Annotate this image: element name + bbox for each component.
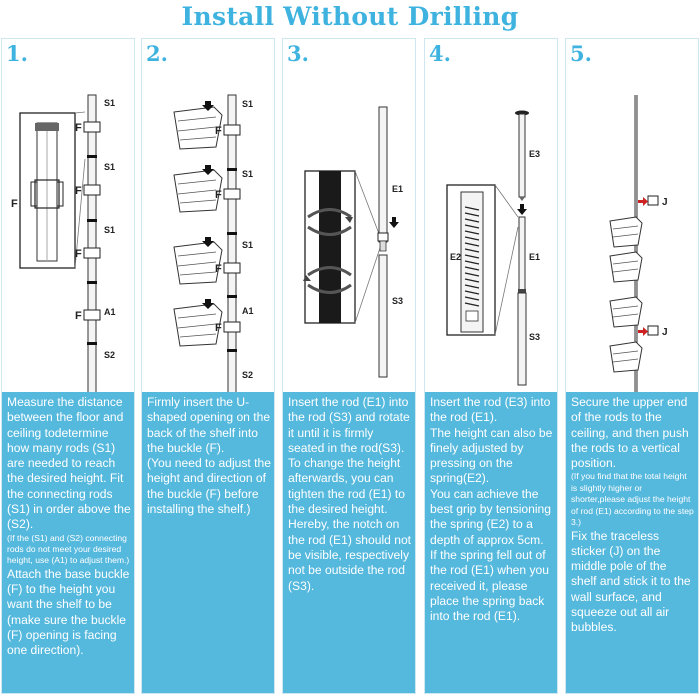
svg-text:E1: E1 <box>529 252 540 262</box>
step-text: Fix the traceless sticker (J) on the mid… <box>571 528 691 635</box>
step-5-illustration: J J <box>609 95 668 403</box>
svg-text:S3: S3 <box>392 296 403 306</box>
svg-text:S3: S3 <box>529 332 540 342</box>
svg-text:F: F <box>75 185 82 197</box>
svg-text:A1: A1 <box>242 306 254 316</box>
step-number: 3. <box>287 41 309 66</box>
step-1-illustration: F F F F F S1 S1 S1 A1 S2 <box>11 94 116 411</box>
step-text: You can achieve the best grip by tension… <box>430 486 552 547</box>
step-1-description: Measure the distance between the floor a… <box>2 392 134 693</box>
svg-text:J: J <box>662 327 668 338</box>
step-text: Insert the rod (E3) into the rod (E1). <box>430 395 551 425</box>
step-text: The height can also be finely adjusted b… <box>430 425 553 486</box>
svg-text:S1: S1 <box>242 99 253 109</box>
svg-text:S1: S1 <box>242 240 253 250</box>
step-text: Secure the upper end of the rods to the … <box>571 395 689 471</box>
svg-text:F: F <box>11 198 18 210</box>
svg-text:F: F <box>215 263 222 275</box>
step-text: Insert the rod (E1) into the rod (S3) an… <box>288 395 410 455</box>
svg-text:F: F <box>215 125 222 137</box>
step-text: If the spring fell out of the rod (E1) w… <box>430 547 549 624</box>
svg-text:E2: E2 <box>450 252 461 262</box>
svg-text:J: J <box>662 197 668 208</box>
step-number: 1. <box>6 41 28 66</box>
step-number: 5. <box>570 41 592 66</box>
svg-text:S1: S1 <box>104 98 115 108</box>
svg-text:F: F <box>75 310 82 322</box>
step-5-panel: 5. J J Secure the upper end of <box>565 38 699 694</box>
step-4-illustration: E3 E2 E1 S3 <box>446 110 540 386</box>
step-2-illustration: F F F F S1 S1 S1 A1 S2 <box>173 94 254 414</box>
svg-text:S1: S1 <box>242 169 253 179</box>
step-text: Attach the base buckle (F) to the height… <box>7 566 130 658</box>
step-text: Firmly insert the U-shaped opening on th… <box>147 395 271 455</box>
step-4-description: Insert the rod (E3) into the rod (E1). T… <box>425 392 557 693</box>
step-2-description: Firmly insert the U-shaped opening on th… <box>142 392 274 693</box>
step-text: Measure the distance between the floor a… <box>7 395 131 532</box>
step-5-description: Secure the upper end of the rods to the … <box>566 392 698 693</box>
step-2-panel: 2. <box>141 38 275 694</box>
page-title: Install Without Drilling <box>181 2 519 31</box>
svg-text:F: F <box>75 248 82 260</box>
step-4-panel: 4. E3 E2 E1 S3 Insert the rod (E3) into … <box>424 38 558 694</box>
step-number: 4. <box>429 41 451 66</box>
step-text: Hereby, the notch on the rod (E1) should… <box>288 517 412 593</box>
svg-text:S2: S2 <box>104 350 115 360</box>
svg-text:A1: A1 <box>104 307 116 317</box>
step-note: (If the (S1) and (S2) connecting rods do… <box>7 532 130 566</box>
svg-text:S1: S1 <box>104 162 115 172</box>
svg-text:F: F <box>215 322 222 334</box>
step-3-description: Insert the rod (E1) into the rod (S3) an… <box>283 392 415 693</box>
svg-text:E3: E3 <box>529 149 540 159</box>
step-note: (If you find that the total height is sl… <box>571 471 694 528</box>
svg-text:F: F <box>75 122 82 134</box>
svg-text:F: F <box>215 189 222 201</box>
step-text: To change the height afterwards, you can… <box>288 456 405 517</box>
svg-text:S2: S2 <box>242 370 253 380</box>
step-text: (You need to adjust the height and direc… <box>147 456 271 517</box>
step-number: 2. <box>146 41 168 66</box>
step-3-illustration: E1 S3 <box>303 106 403 378</box>
step-3-panel: 3. E1 S3 Insert the rod (E1) into the ro… <box>282 38 416 694</box>
svg-text:E1: E1 <box>392 184 403 194</box>
step-1-panel: 1. F F F F F S1 <box>1 38 135 694</box>
svg-text:S1: S1 <box>104 225 115 235</box>
